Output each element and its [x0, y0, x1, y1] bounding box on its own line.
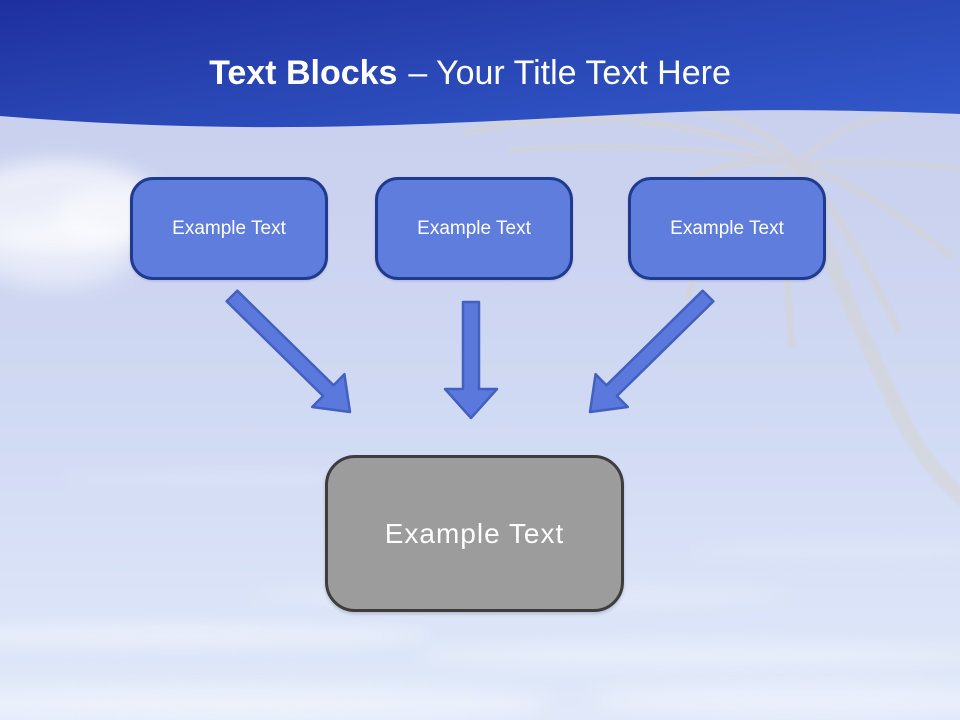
arrow-down-icon	[443, 300, 499, 420]
result-block-label: Example Text	[384, 517, 565, 549]
result-block: Example Text	[325, 455, 624, 612]
text-block-3: Example Text	[628, 177, 826, 280]
header-band	[0, 0, 960, 128]
title-subtitle: – Your Title Text Here	[408, 54, 731, 92]
cloud-shape	[0, 218, 135, 288]
cloud-wisp	[690, 542, 960, 558]
text-block-1: Example Text	[130, 177, 328, 280]
slide-title: Text Blocks – Your Title Text Here	[0, 54, 940, 93]
cloud-wisp	[590, 684, 960, 716]
cloud-wisp	[0, 622, 430, 648]
cloud-wisp	[420, 642, 960, 668]
text-block-2-label: Example Text	[417, 217, 531, 239]
text-block-2: Example Text	[375, 177, 573, 280]
arrow-down-right-icon	[225, 289, 352, 414]
text-block-3-label: Example Text	[670, 217, 784, 239]
arrow-down-left-icon	[588, 289, 715, 414]
text-block-1-label: Example Text	[172, 217, 286, 239]
title-topic: Text Blocks	[209, 54, 398, 92]
cloud-wisp	[0, 686, 550, 720]
